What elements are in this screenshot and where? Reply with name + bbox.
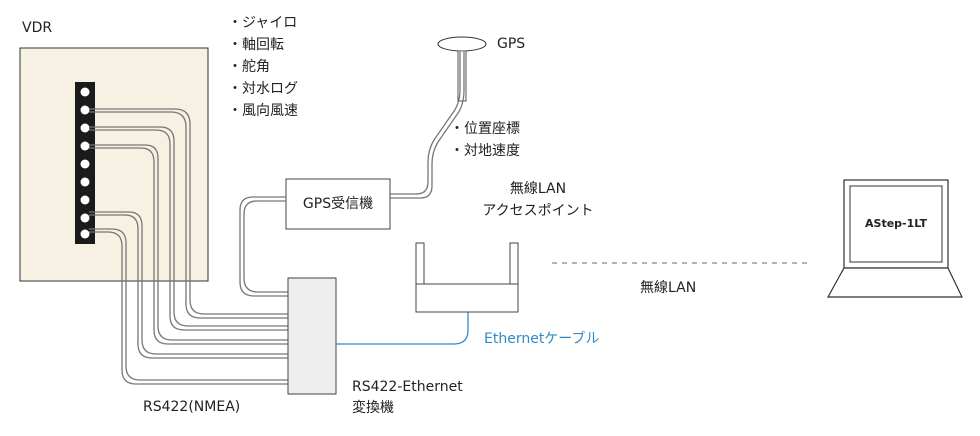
ethernet-cable	[336, 312, 469, 345]
vdr-input-item: ・軸回転	[228, 37, 284, 53]
rs422-label: RS422(NMEA)	[143, 399, 241, 415]
gps-receiver-cable	[239, 196, 288, 297]
laptop-screen-label: AStep-1LT	[865, 217, 927, 230]
vdr-input-item: ・風向風速	[228, 103, 298, 119]
rs422-cables	[89, 108, 288, 385]
gps-receiver-box	[285, 178, 391, 230]
vdr-label: VDR	[22, 20, 53, 36]
gps-label: GPS	[497, 36, 526, 52]
gps-output-item: ・対地速度	[450, 143, 520, 159]
gps-antenna	[437, 36, 487, 102]
gps-receiver-label: GPS受信機	[302, 196, 374, 212]
converter-box	[287, 277, 337, 395]
ethernet-cable-label: Ethernetケーブル	[484, 331, 600, 347]
vdr-input-item: ・対水ログ	[228, 81, 298, 97]
wlan-ap-label-line1: 無線LAN	[509, 181, 567, 197]
vdr-terminals	[80, 87, 90, 239]
vdr-input-item: ・ジャイロ	[228, 15, 298, 31]
wlan-link-label: 無線LAN	[640, 280, 697, 296]
vdr-panel	[19, 47, 209, 282]
gps-output-list: ・位置座標 ・対地速度	[450, 118, 520, 162]
gps-antenna-cable	[390, 52, 465, 199]
vdr-input-item: ・舵角	[228, 59, 270, 75]
laptop	[826, 179, 963, 298]
gps-output-item: ・位置座標	[450, 121, 520, 137]
converter-label-line1: RS422-Ethernet	[352, 379, 463, 395]
converter-label-line2: 変換機	[352, 400, 394, 416]
wlan-access-point	[415, 242, 519, 313]
vdr-input-list: ・ジャイロ ・軸回転 ・舵角 ・対水ログ ・風向風速	[228, 12, 298, 122]
wlan-ap-label-line2: アクセスポイント	[482, 203, 594, 219]
